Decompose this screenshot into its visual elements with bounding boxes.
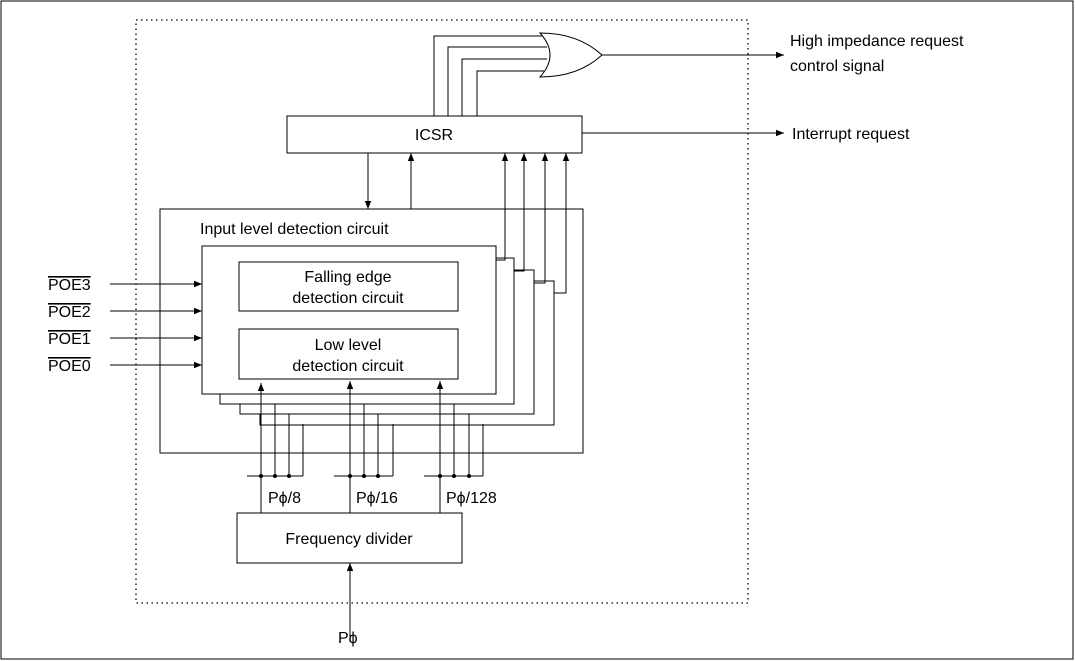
poe2-label: POE2 bbox=[48, 304, 91, 321]
frequency-divider-label: Frequency divider bbox=[285, 531, 413, 548]
clock-input-label: Pϕ bbox=[338, 630, 358, 647]
clock-div128-label: Pϕ/128 bbox=[446, 490, 497, 507]
channel-output-lines bbox=[496, 153, 570, 294]
input-level-detection-label: Input level detection circuit bbox=[200, 221, 389, 238]
icsr-label: ICSR bbox=[415, 127, 453, 144]
high-impedance-label-line1: High impedance request bbox=[790, 33, 964, 50]
clock-group-div16: Pϕ/16 bbox=[334, 381, 398, 513]
poe-inputs: POE3 POE2 POE1 POE0 bbox=[48, 277, 202, 375]
icsr-box bbox=[286, 115, 583, 154]
falling-edge-label-line2: detection circuit bbox=[292, 290, 404, 307]
low-level-detection-box bbox=[238, 328, 459, 380]
clock-group-div8: Pϕ/8 bbox=[247, 383, 304, 513]
poe0-label: POE0 bbox=[48, 358, 91, 375]
module-boundary bbox=[135, 19, 749, 604]
falling-edge-label-line1: Falling edge bbox=[304, 269, 391, 286]
low-level-label-line2: detection circuit bbox=[292, 358, 404, 375]
low-level-label-line1: Low level bbox=[315, 337, 382, 354]
clock-group-div128: Pϕ/128 bbox=[424, 381, 497, 513]
falling-edge-detection-box bbox=[238, 261, 459, 312]
clock-div8-label: Pϕ/8 bbox=[268, 490, 301, 507]
poe1-label: POE1 bbox=[48, 331, 91, 348]
frequency-divider-box bbox=[236, 512, 463, 564]
or-gate-input-lines bbox=[433, 35, 547, 116]
poe3-label: POE3 bbox=[48, 277, 91, 294]
high-impedance-label-line2: control signal bbox=[790, 58, 884, 75]
or-gate bbox=[538, 32, 603, 78]
interrupt-request-label: Interrupt request bbox=[792, 126, 910, 143]
clock-div16-label: Pϕ/16 bbox=[356, 490, 398, 507]
